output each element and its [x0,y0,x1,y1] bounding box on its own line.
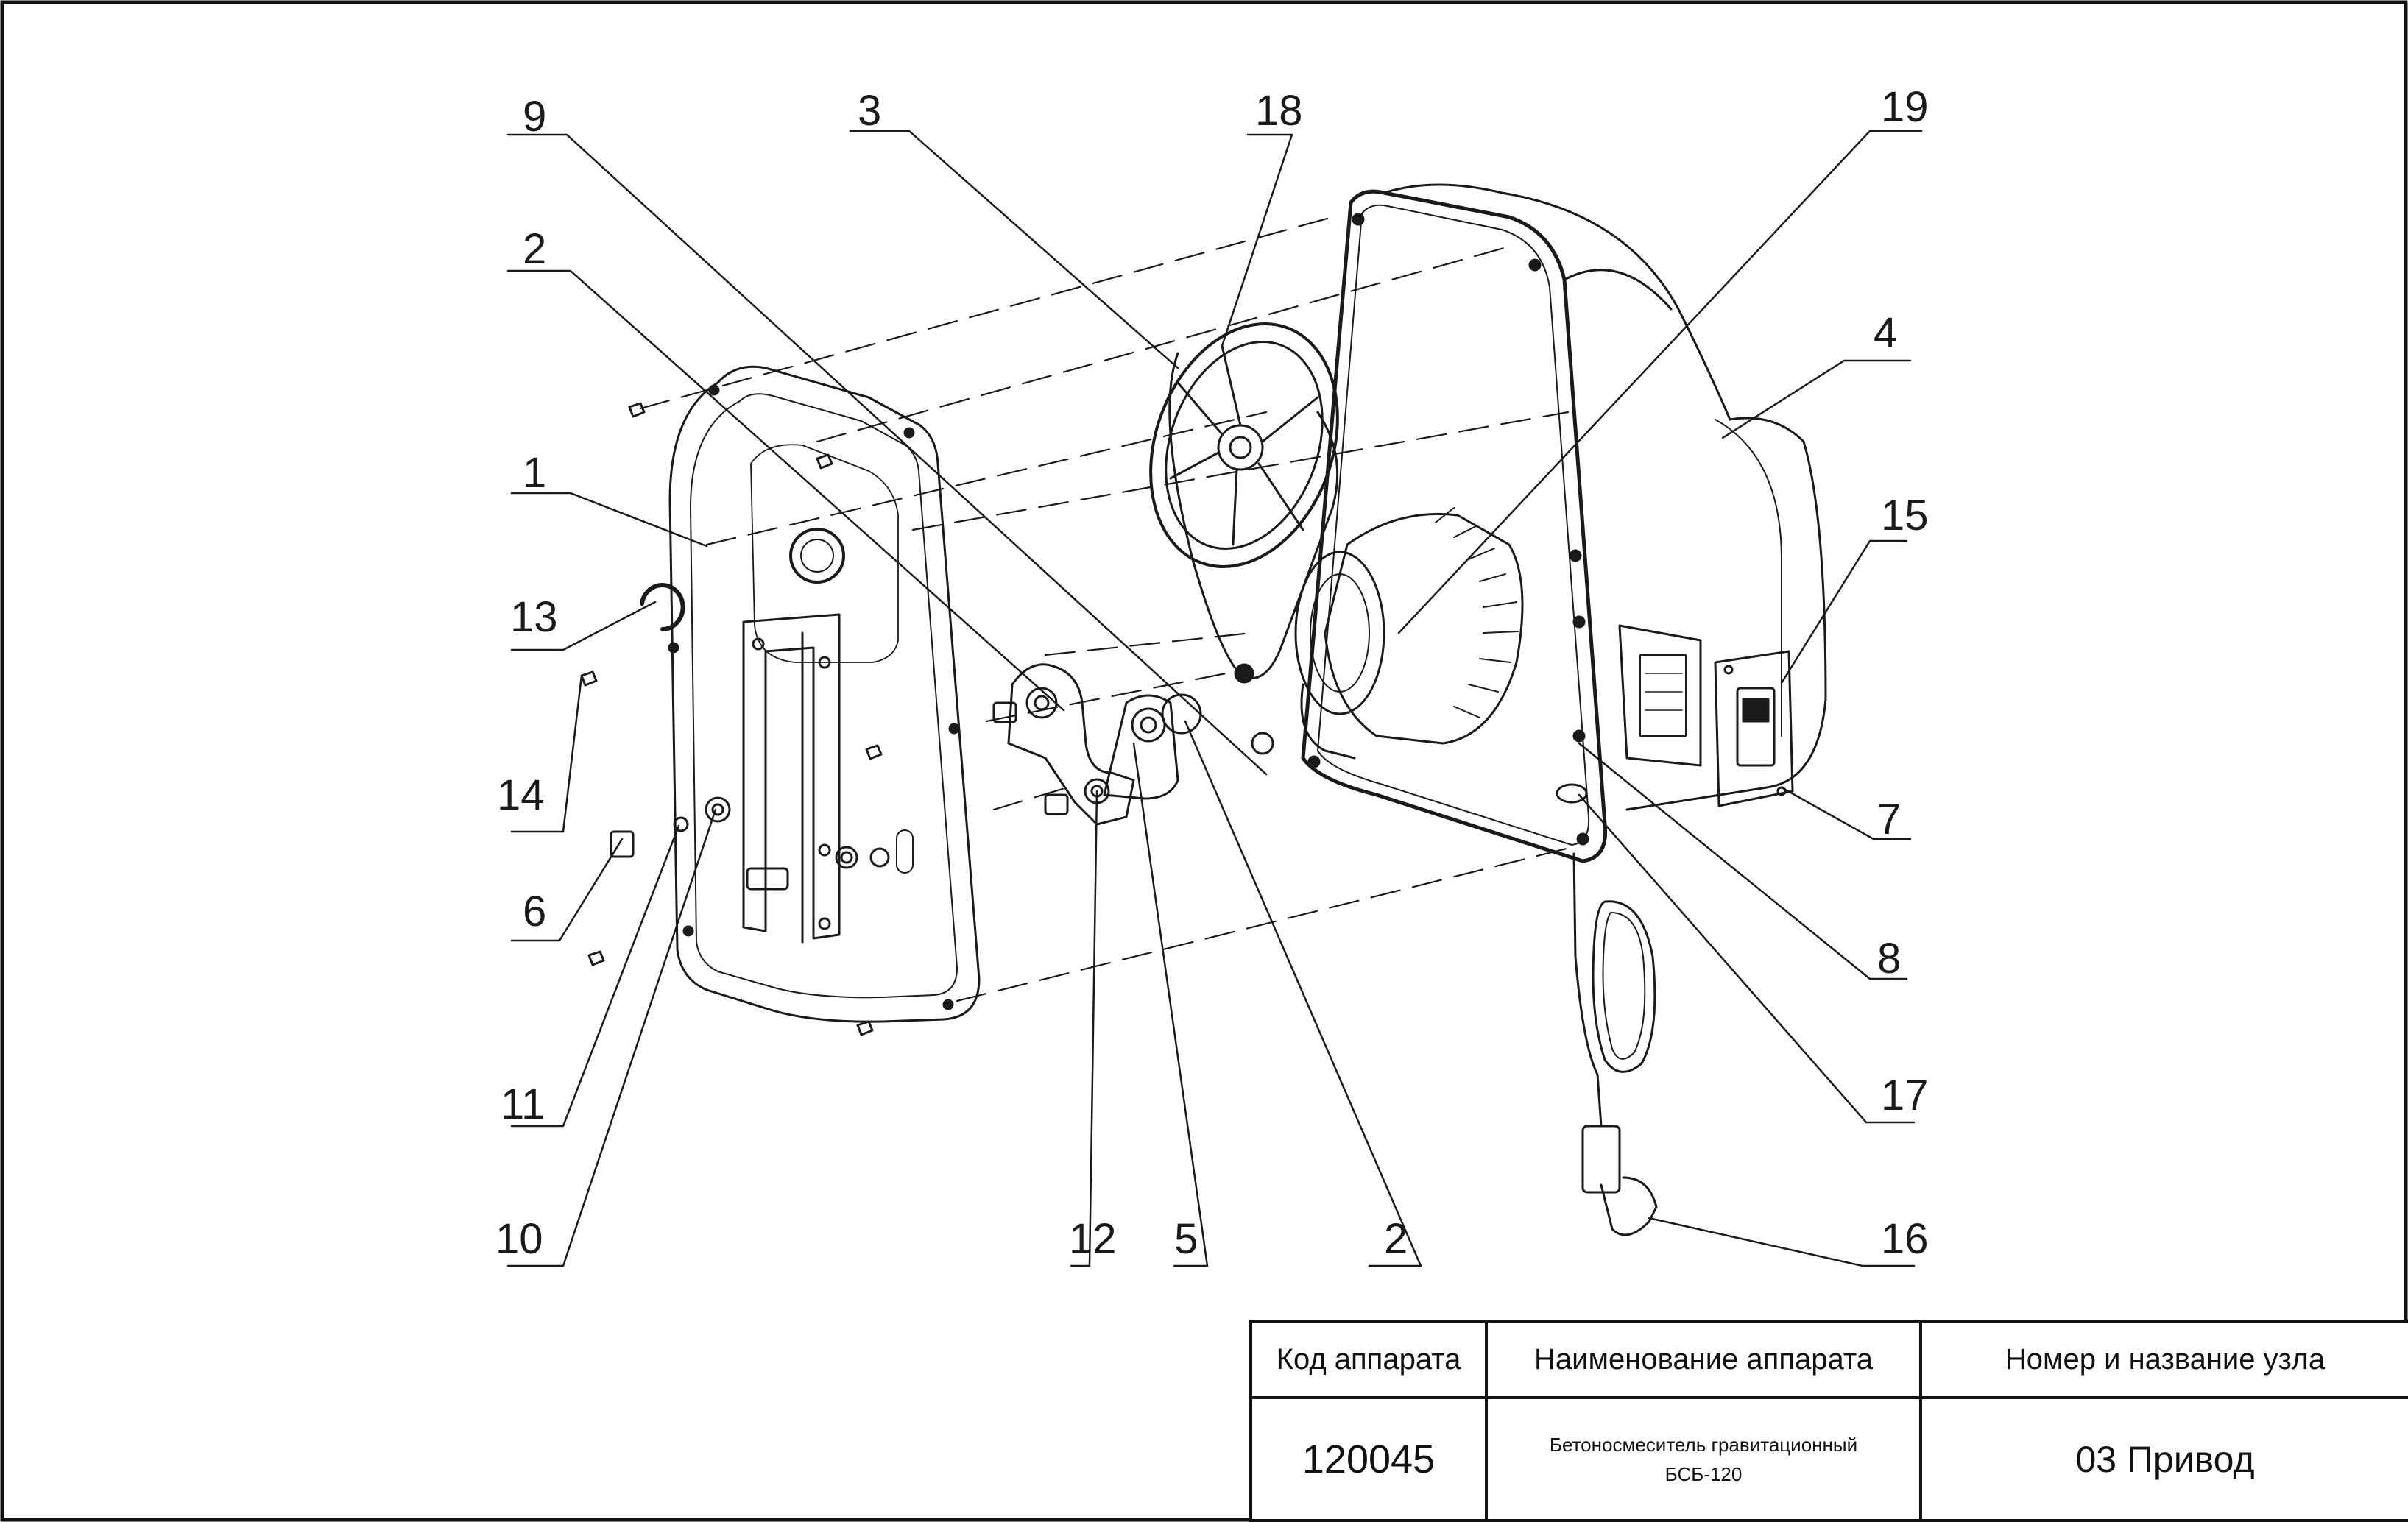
housing-cover [1301,183,1827,1236]
callout-11: 11 [501,1080,545,1128]
title-block: Код аппарата Наименование аппарата Номер… [1249,1320,2408,1522]
callout-5: 5 [1174,1215,1198,1263]
header-code: Код аппарата [1249,1320,1488,1399]
callout-9: 9 [523,93,546,141]
callout-2: 2 [523,225,546,273]
apparatus-name-line2: БСБ-120 [1664,1462,1743,1485]
callout-12: 12 [1069,1215,1117,1263]
callout-10: 10 [495,1215,543,1263]
callout-8: 8 [1877,935,1901,983]
header-name: Наименование аппарата [1485,1320,1922,1399]
callout-6: 6 [523,888,546,935]
callout-labels: 9 3 18 19 2 4 1 15 13 14 7 6 8 17 11 10 … [495,83,1929,1263]
callout-4: 4 [1874,309,1897,357]
apparatus-name-line1: Бетоносмеситель гравитационный [1549,1433,1858,1456]
callout-15: 15 [1881,492,1929,539]
unit-name: 03 Привод [1919,1396,2408,1522]
back-plate [668,365,981,1023]
callout-1: 1 [523,449,546,497]
callout-18: 18 [1255,87,1303,135]
fasteners [580,402,883,1036]
title-block-header-row: Код аппарата Наименование аппарата Номер… [1249,1320,2408,1399]
header-unit: Номер и название узла [1919,1320,2408,1399]
callout-7: 7 [1877,796,1901,843]
callout-19: 19 [1881,83,1929,131]
motor [1251,507,1524,760]
callout-16: 16 [1881,1215,1929,1263]
apparatus-name: Бетоносмеситель гравитационный БСБ-120 [1485,1396,1922,1522]
callout-3: 3 [858,87,881,135]
callout-14: 14 [497,771,545,819]
title-block-value-row: 120045 Бетоносмеситель гравитационный БС… [1249,1396,2408,1522]
callout-17: 17 [1881,1072,1929,1119]
assembly-lines [639,216,1577,1002]
leader-lines [506,130,1923,1267]
callout-2b: 2 [1384,1215,1408,1263]
pulley [1149,322,1339,684]
callout-13: 13 [510,593,558,641]
apparatus-code: 120045 [1249,1396,1488,1522]
